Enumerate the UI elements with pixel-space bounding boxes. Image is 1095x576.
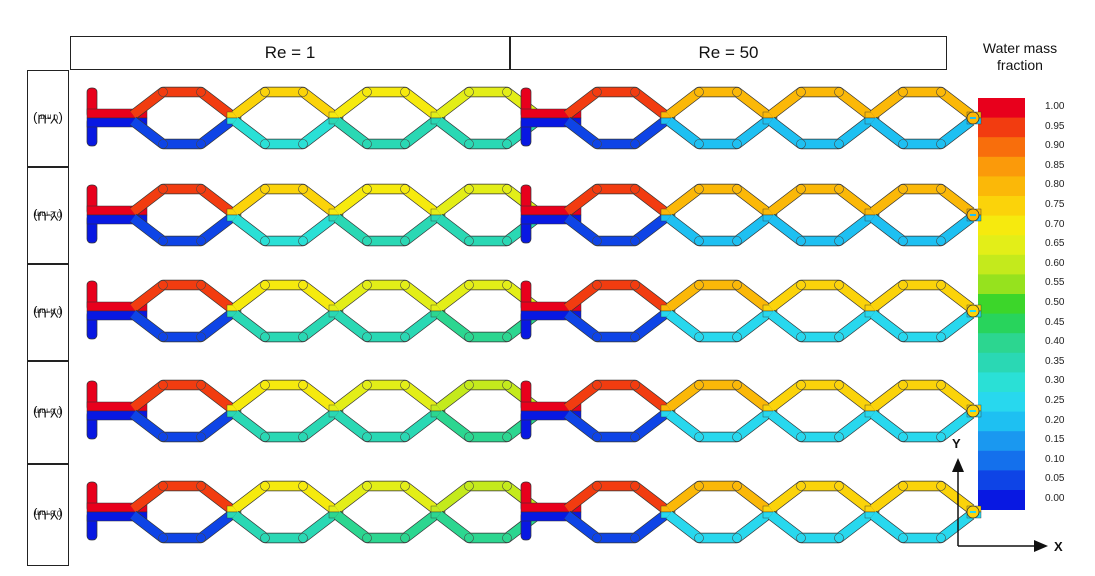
micromixer-channel	[86, 279, 548, 343]
color-tick-label: 0.00	[1045, 493, 1065, 504]
color-tick-label: 0.55	[1045, 277, 1065, 289]
color-tick-label: 0.25	[1045, 395, 1065, 406]
color-tick-label: 0.30	[1045, 375, 1065, 387]
color-tick-label: 0.35	[1045, 355, 1065, 367]
color-segment	[978, 274, 1025, 295]
color-segment	[978, 372, 1025, 393]
color-segment	[978, 470, 1025, 491]
color-tick-label: 0.65	[1045, 238, 1065, 250]
color-tick-label: 0.20	[1045, 414, 1065, 426]
color-segment	[978, 98, 1025, 119]
color-segment	[978, 137, 1025, 158]
micromixer-channel	[86, 86, 548, 150]
color-segment	[978, 450, 1025, 471]
legend-title-line2: fraction	[997, 57, 1043, 73]
color-segment	[978, 333, 1025, 354]
color-tick-label: 0.90	[1045, 140, 1065, 152]
color-tick-label: 0.95	[1045, 120, 1065, 132]
legend-title: Water mass fraction	[965, 40, 1075, 74]
color-tick-label: 1.00	[1045, 101, 1065, 112]
color-tick-label: 0.80	[1045, 179, 1065, 191]
color-tick-label: 0.75	[1045, 199, 1065, 210]
color-segment	[978, 156, 1025, 177]
micromixer-channel	[520, 379, 982, 443]
color-tick-label: 0.10	[1045, 453, 1065, 465]
row-label-0mm: (Y-U)0 mm	[27, 70, 69, 167]
color-segment	[978, 313, 1025, 334]
color-tick-label: 0.85	[1045, 159, 1065, 171]
color-segment	[978, 490, 1025, 510]
color-segment	[978, 117, 1025, 138]
color-segment	[978, 196, 1025, 217]
micromixer-channel	[86, 379, 548, 443]
color-segment	[978, 254, 1025, 275]
column-header-re50: Re = 50	[510, 36, 947, 70]
color-segment	[978, 352, 1025, 373]
micromixer-channel	[86, 183, 548, 247]
column-header-re1: Re = 1	[70, 36, 510, 70]
color-segment	[978, 176, 1025, 197]
row-label-06mm: (Y-U)0.6 mm	[27, 361, 69, 464]
x-axis-label: X	[1054, 539, 1063, 554]
color-segment	[978, 215, 1025, 236]
legend-title-line1: Water mass	[982, 40, 1058, 56]
color-scale-bar	[978, 98, 1025, 510]
micromixer-channel	[520, 279, 982, 343]
row-label-04mm: (Y-U)0.4 mm	[27, 264, 69, 361]
color-tick-label: 0.50	[1045, 297, 1065, 308]
micromixer-channel	[520, 86, 982, 150]
color-segment	[978, 294, 1025, 315]
color-tick-label: 0.70	[1045, 218, 1065, 230]
micromixer-channel	[520, 480, 982, 544]
y-axis-label: Y	[952, 436, 961, 451]
color-segment	[978, 431, 1025, 452]
axis-indicator: YX	[952, 436, 1063, 554]
color-segment	[978, 411, 1025, 432]
color-tick-label: 0.60	[1045, 257, 1065, 269]
row-label-02mm: (Y-U)0.2 mm	[27, 167, 69, 264]
row-label-08mm: (Y-U)0.8 mm	[27, 464, 69, 566]
color-tick-label: 0.40	[1045, 336, 1065, 348]
color-tick-label: 0.45	[1045, 316, 1065, 328]
color-tick-label: 0.15	[1045, 434, 1065, 446]
micromixer-channel	[86, 480, 548, 544]
micromixer-channel	[520, 183, 982, 247]
color-segment	[978, 392, 1025, 413]
color-tick-label: 0.05	[1045, 473, 1065, 485]
color-segment	[978, 235, 1025, 256]
